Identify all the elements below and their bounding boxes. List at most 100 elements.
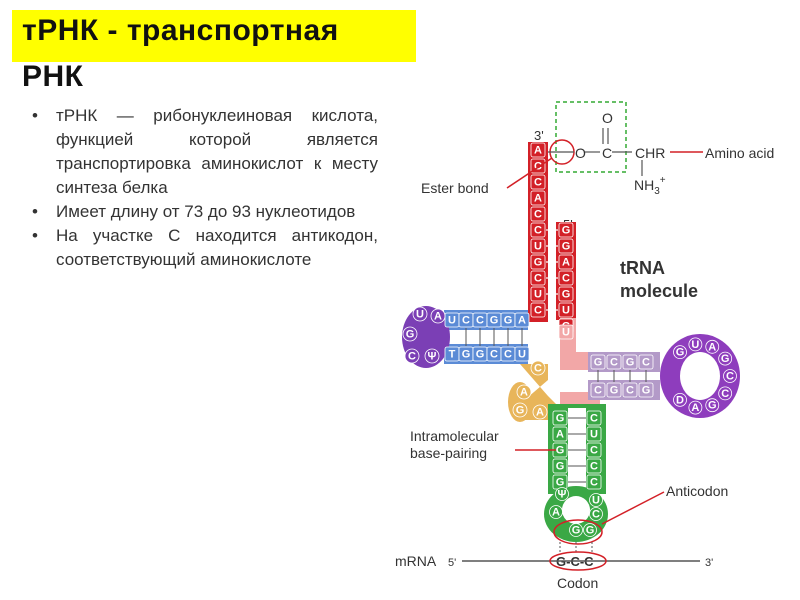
junction-base-cell [530, 360, 546, 376]
amino-acid-box [555, 101, 627, 173]
d-arm-bottom-base: G [462, 349, 471, 361]
acceptor-3-base-cell [530, 206, 546, 222]
d-loop-base: U [416, 309, 424, 321]
junction-base-cell [512, 402, 528, 418]
anticodon-right-base: C [590, 477, 598, 489]
anticodon-left-base: G [556, 461, 565, 473]
anticodon-right-base: C [590, 445, 598, 457]
t-loop-base-cell [705, 398, 720, 413]
anticodon-loop-base: G [586, 525, 595, 537]
anticodon-loop-hole [562, 496, 590, 524]
acceptor-5-base-cell [558, 302, 574, 318]
junction-base-cell [532, 404, 548, 420]
acceptor-3-base: C [534, 305, 542, 317]
t-arm-top-base-cell [638, 354, 654, 370]
anticodon-loop-base-cell [555, 487, 569, 501]
mrna-label: mRNA [395, 553, 437, 569]
acceptor-3-base: C [534, 209, 542, 221]
junction-base: A [536, 407, 544, 419]
t-arm-top-base-cell [606, 354, 622, 370]
t-loop-base-cell [723, 369, 737, 383]
t-loop-base-cell [673, 345, 687, 360]
d-loop-base-cell [430, 308, 446, 324]
acceptor-3-base-cell [530, 222, 546, 238]
anticodon-loop-base: U [592, 495, 600, 507]
t-loop-base: G [676, 347, 685, 359]
acceptor-5-base-cell [558, 270, 574, 286]
ester-bond-leader [506, 157, 553, 189]
acceptor-5-extra-base: U [562, 327, 570, 339]
acceptor-3-base-cell [530, 254, 546, 270]
d-arm-bottom-base: G [476, 349, 485, 361]
acceptor-3-base-cell [530, 190, 546, 206]
acceptor-5-base: U [562, 305, 570, 317]
intramolecular-label-2: base-pairing [410, 445, 487, 461]
t-loop-base: D [676, 394, 684, 406]
anticodon-loop-base: C [592, 509, 600, 521]
mrna-3prime: 3' [705, 557, 713, 569]
acceptor-3-base-cell [530, 270, 546, 286]
group-c: C [602, 145, 612, 161]
anticodon-leader [601, 491, 665, 525]
d-arm-top-base: C [462, 315, 470, 327]
t-arm-top-base: C [642, 357, 650, 369]
d-loop-base: A [434, 311, 442, 323]
anticodon-left-base-cell [552, 410, 568, 426]
acceptor-5-extra-base-cell [558, 324, 574, 340]
anticodon-highlight [553, 519, 603, 545]
acceptor-5-base-cell [558, 238, 574, 254]
d-loop-base-cell [404, 348, 420, 364]
anticodon-right-base-cell [586, 474, 602, 490]
d-arm-bottom-base-cell [514, 346, 530, 362]
d-arm-bottom-base: C [504, 349, 512, 361]
anticodon-right-base-cell [586, 458, 602, 474]
t-loop-base-cell [718, 386, 733, 401]
anticodon-left-base: G [556, 413, 565, 425]
t-arm-bottom-base: G [642, 385, 651, 397]
anticodon-right-base: C [590, 413, 598, 425]
acceptor-5-base: G [562, 225, 571, 237]
junction-base-cell [516, 384, 532, 400]
d-arm-top-base: C [476, 315, 484, 327]
group-o: O [575, 145, 586, 161]
bullet-list: тРНК — рибонуклеиновая кислота, функцией… [30, 104, 378, 272]
anticodon-loop-base: A [552, 507, 560, 519]
d-arm-top-base: U [448, 315, 456, 327]
t-loop-base-cell [673, 392, 687, 407]
slide-title-line2: РНК [22, 60, 84, 93]
slide-title-line1: тРНК - транспортная [22, 14, 339, 47]
acceptor-3-base-cell [530, 174, 546, 190]
d-arm-bottom-base: T [449, 349, 456, 361]
acceptor-3-base-cell [530, 286, 546, 302]
anticodon-right-base-cell [586, 442, 602, 458]
t-arm-top-base: G [594, 357, 603, 369]
anticodon-arm-gap [568, 408, 586, 494]
t-loop-base: A [691, 402, 699, 414]
d-arm-top-base: G [504, 315, 513, 327]
anticodon-right-base-cell [586, 426, 602, 442]
t-arm-top-base: C [610, 357, 618, 369]
acceptor-5-base-cell [558, 286, 574, 302]
t-loop-base: G [721, 353, 730, 365]
anticodon-loop-base-cell [589, 493, 603, 507]
acceptor-3-base: C [534, 273, 542, 285]
acceptor-3-base-cell [530, 238, 546, 254]
t-arm-bottom-base: C [626, 385, 634, 397]
anticodon-label: Anticodon [666, 483, 728, 499]
trna-molecule-label-1: tRNA [620, 258, 665, 278]
t-loop-base: C [721, 388, 729, 400]
t-loop-base: C [726, 371, 734, 383]
d-loop-base-cell [402, 326, 418, 342]
t-loop-base: A [708, 341, 716, 353]
t-arm-top-base-cell [622, 354, 638, 370]
group-chr: CHR [635, 145, 665, 161]
d-loop-base-cell [424, 348, 440, 364]
acceptor-5-base: G [562, 289, 571, 301]
anticodon-loop-base: Ψ [558, 489, 567, 501]
anticodon-left-base-cell [552, 426, 568, 442]
d-arm-bottom-base: C [490, 349, 498, 361]
acceptor-5-base-cell [558, 222, 574, 238]
t-loop-base-cell [705, 339, 720, 354]
t-arm-top-base: G [626, 357, 635, 369]
